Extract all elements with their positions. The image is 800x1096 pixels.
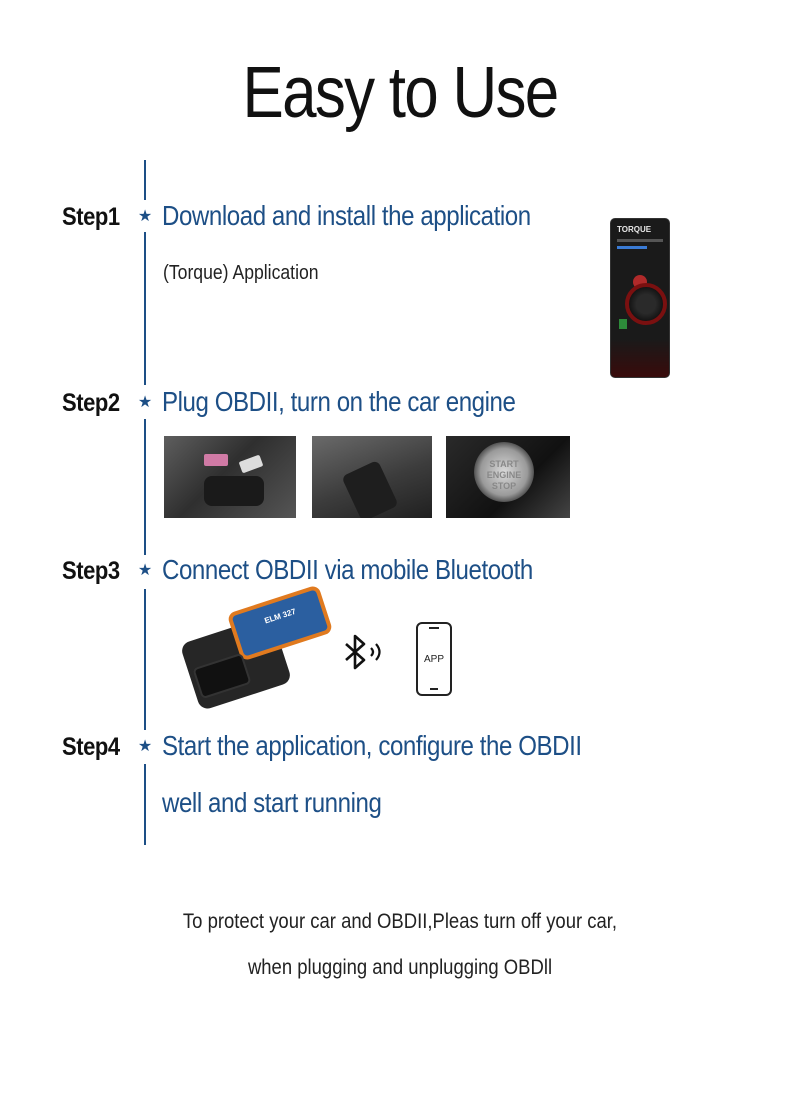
step1-subtext: (Torque) Application — [163, 262, 319, 284]
timeline-gap — [140, 200, 150, 232]
torque-app-name: TORQUE — [617, 225, 652, 234]
safety-note-line1: To protect your car and OBDII,Pleas turn… — [182, 910, 618, 933]
step4-text: Start the application, configure the OBD… — [162, 730, 582, 761]
step3-text: Connect OBDII via mobile Bluetooth — [162, 554, 533, 585]
stop-label: STOP — [491, 481, 517, 491]
indicator-icon — [619, 319, 627, 329]
page-title: Easy to Use — [242, 53, 560, 133]
start-button-photo: START ENGINE STOP — [446, 436, 570, 518]
phone-speaker — [429, 627, 439, 629]
engine-start-button: START ENGINE STOP — [474, 442, 534, 502]
star-icon: ★ — [137, 394, 153, 411]
app-label: APP — [424, 654, 445, 665]
step2-label: Step2 — [62, 389, 120, 417]
step4-label: Step4 — [62, 733, 120, 761]
obd-port-photo — [164, 436, 296, 518]
obd-device-name: ELM 327 — [263, 606, 297, 626]
star-icon: ★ — [137, 208, 153, 225]
bluetooth-icon — [345, 634, 381, 670]
obd-port — [204, 454, 228, 466]
torque-app-thumbnail: TORQUE — [610, 218, 670, 378]
obd-port — [238, 454, 264, 474]
timeline-gap — [140, 730, 150, 764]
step3-label: Step3 — [62, 557, 120, 585]
gauge-icon — [625, 283, 667, 325]
app-footer — [611, 339, 669, 377]
pedal — [341, 459, 399, 518]
phone-icon: APP — [416, 622, 452, 696]
app-header-bar — [617, 246, 647, 249]
pedal-photo — [312, 436, 432, 518]
timeline-gap — [140, 385, 150, 419]
step1-label: Step1 — [62, 203, 120, 231]
star-icon: ★ — [137, 738, 153, 755]
app-header-bar — [617, 239, 663, 242]
start-label: START — [489, 459, 519, 469]
timeline-gap — [140, 555, 150, 589]
star-icon: ★ — [137, 562, 153, 579]
safety-note-line2: when plugging and unplugging OBDll — [247, 956, 553, 979]
timeline-line — [144, 160, 146, 845]
step1-text: Download and install the application — [162, 200, 531, 231]
step2-text: Plug OBDII, turn on the car engine — [162, 386, 516, 417]
phone-home-indicator — [430, 688, 438, 690]
obd-connector — [204, 476, 264, 506]
engine-label: ENGINE — [486, 470, 522, 480]
step4-text-continued: well and start running — [162, 787, 382, 818]
